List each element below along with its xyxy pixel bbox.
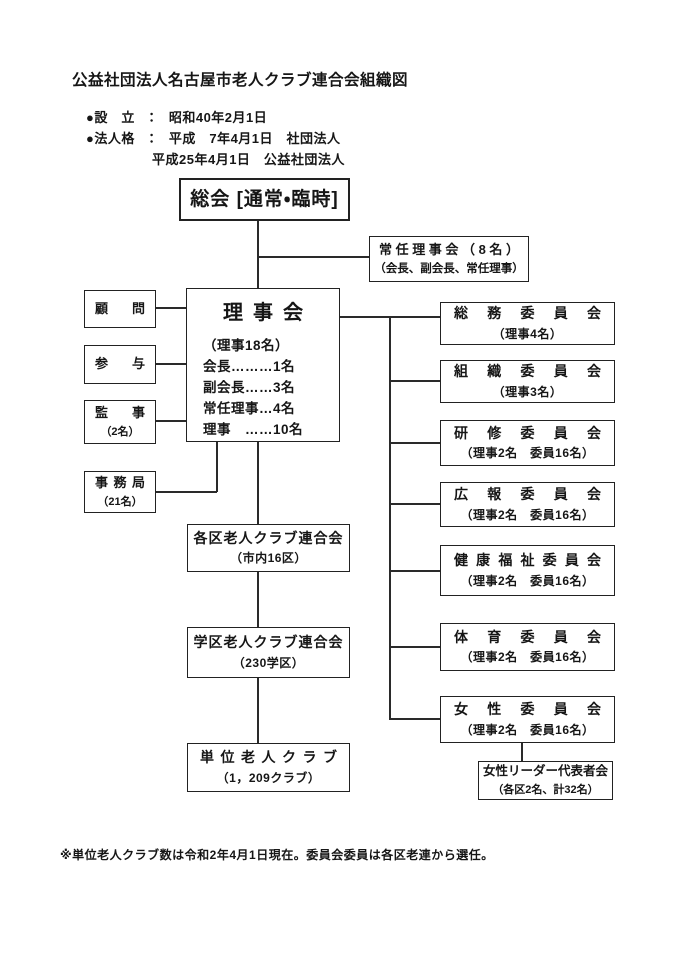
counselor-label: 参与: [95, 356, 145, 372]
committee-count: （理事4名）: [492, 326, 563, 341]
committee-box-training: 研修委員会 （理事2名 委員16名）: [440, 420, 615, 466]
board-member-row: 理事 ……10名: [203, 422, 304, 437]
connector-secretariat-horizontal: [156, 491, 217, 493]
committee-label: 体育委員会: [454, 628, 601, 645]
committee-box-health-welfare: 健康福祉委員会 （理事2名 委員16名）: [440, 545, 615, 596]
counselor-box: 参与: [84, 345, 156, 384]
board-member-row: 会長………1名: [203, 359, 296, 374]
committee-count: （理事2名 委員16名）: [460, 446, 595, 461]
connector-secretariat-vertical: [216, 442, 218, 492]
general-assembly-box: 総会 [通常・臨時]: [179, 178, 350, 221]
committee-count: （理事3名）: [492, 384, 563, 399]
auditor-count: （2名）: [100, 426, 140, 439]
board-detail: （理事18名） 会長………1名 副会長……3名 常任理事…4名 理事 ……10名: [187, 335, 339, 440]
committee-label: 研修委員会: [454, 424, 601, 441]
secretariat-box: 事務局 （21名）: [84, 471, 156, 513]
connector-board-ward: [257, 442, 259, 524]
connector-committee-branch: [390, 380, 440, 382]
auditor-label: 監事: [95, 404, 145, 420]
footnote: ※単位老人クラブ数は令和2年4月1日現在。委員会委員は各区老連から選任。: [60, 848, 494, 862]
legal-status-line: ●法人格 ： 平成 7年4月1日 社団法人: [86, 131, 341, 146]
school-district-federation-box: 学区老人クラブ連合会 （230学区）: [187, 627, 350, 678]
founding-date-line: ●設 立 ： 昭和40年2月1日: [86, 110, 268, 125]
committee-count: （理事2名 委員16名）: [460, 573, 595, 588]
connector-auditor: [156, 420, 186, 422]
connector-standing-board: [258, 256, 369, 258]
connector-committee-branch: [390, 503, 440, 505]
connector-women-leaders: [521, 743, 523, 761]
connector-committee-branch: [390, 570, 440, 572]
school-district-federation-label: 学区老人クラブ連合会: [193, 634, 344, 651]
committee-box-general-affairs: 総務委員会 （理事4名）: [440, 302, 615, 345]
ward-federation-label: 各区老人クラブ連合会: [193, 529, 344, 546]
connector-assembly-board: [257, 221, 259, 288]
committee-label: 組織委員会: [454, 363, 601, 380]
school-district-federation-count: （230学区）: [232, 655, 305, 670]
women-leaders-box: 女性リーダー代表者会 （各区2名、計32名）: [478, 761, 613, 800]
women-leaders-count: （各区2名、計32名）: [492, 783, 599, 796]
ward-federation-count: （市内16区）: [230, 551, 307, 566]
standing-board-label: 常任理事会（8名）: [379, 241, 519, 257]
connector-committee-branch: [390, 646, 440, 648]
unit-club-label: 単位老人クラブ: [200, 749, 337, 766]
connector-counselor: [156, 363, 186, 365]
advisor-label: 顧問: [95, 300, 145, 316]
board-total: （理事18名）: [203, 338, 290, 353]
committee-label: 健康福祉委員会: [454, 552, 601, 569]
auditor-box: 監事 （2名）: [84, 400, 156, 444]
secretariat-label: 事務局: [95, 474, 145, 490]
secretariat-count: （21名）: [97, 496, 143, 509]
connector-committee-branch: [390, 442, 440, 444]
connector-advisor: [156, 307, 186, 309]
general-assembly-label: 総会 [通常・臨時]: [190, 188, 339, 210]
women-leaders-label: 女性リーダー代表者会: [482, 764, 608, 779]
committee-label: 広報委員会: [454, 486, 601, 503]
committee-label: 総務委員会: [454, 305, 601, 322]
committee-box-physical-education: 体育委員会 （理事2名 委員16名）: [440, 623, 615, 671]
standing-board-box: 常任理事会（8名） （会長、副会長、常任理事）: [369, 236, 529, 282]
connector-ward-school: [257, 572, 259, 627]
unit-club-count: （1，209クラブ）: [216, 770, 321, 785]
committee-box-public-relations: 広報委員会 （理事2名 委員16名）: [440, 482, 615, 527]
connector-committee-branch: [390, 718, 440, 720]
legal-status-line-2: 平成25年4月1日 公益社団法人: [152, 152, 345, 167]
committee-label: 女性委員会: [454, 701, 601, 718]
unit-club-box: 単位老人クラブ （1，209クラブ）: [187, 743, 350, 792]
connector-school-unit: [257, 678, 259, 743]
committee-count: （理事2名 委員16名）: [460, 650, 595, 665]
committee-count: （理事2名 委員16名）: [460, 507, 595, 522]
board-member-row: 常任理事…4名: [203, 401, 296, 416]
board-of-directors-box: 理事会 （理事18名） 会長………1名 副会長……3名 常任理事…4名 理事 ……: [186, 288, 340, 442]
committee-count: （理事2名 委員16名）: [460, 722, 595, 737]
ward-federation-box: 各区老人クラブ連合会 （市内16区）: [187, 524, 350, 572]
advisor-box: 顧問: [84, 290, 156, 328]
page-title: 公益社団法人名古屋市老人クラブ連合会組織図: [72, 72, 409, 89]
standing-board-members: （会長、副会長、常任理事）: [374, 263, 524, 276]
committee-box-organization: 組織委員会 （理事3名）: [440, 360, 615, 403]
connector-committee-trunk: [389, 316, 391, 720]
board-title: 理事会: [223, 302, 303, 324]
board-member-row: 副会長……3名: [203, 380, 296, 395]
committee-box-women: 女性委員会 （理事2名 委員16名）: [440, 696, 615, 743]
